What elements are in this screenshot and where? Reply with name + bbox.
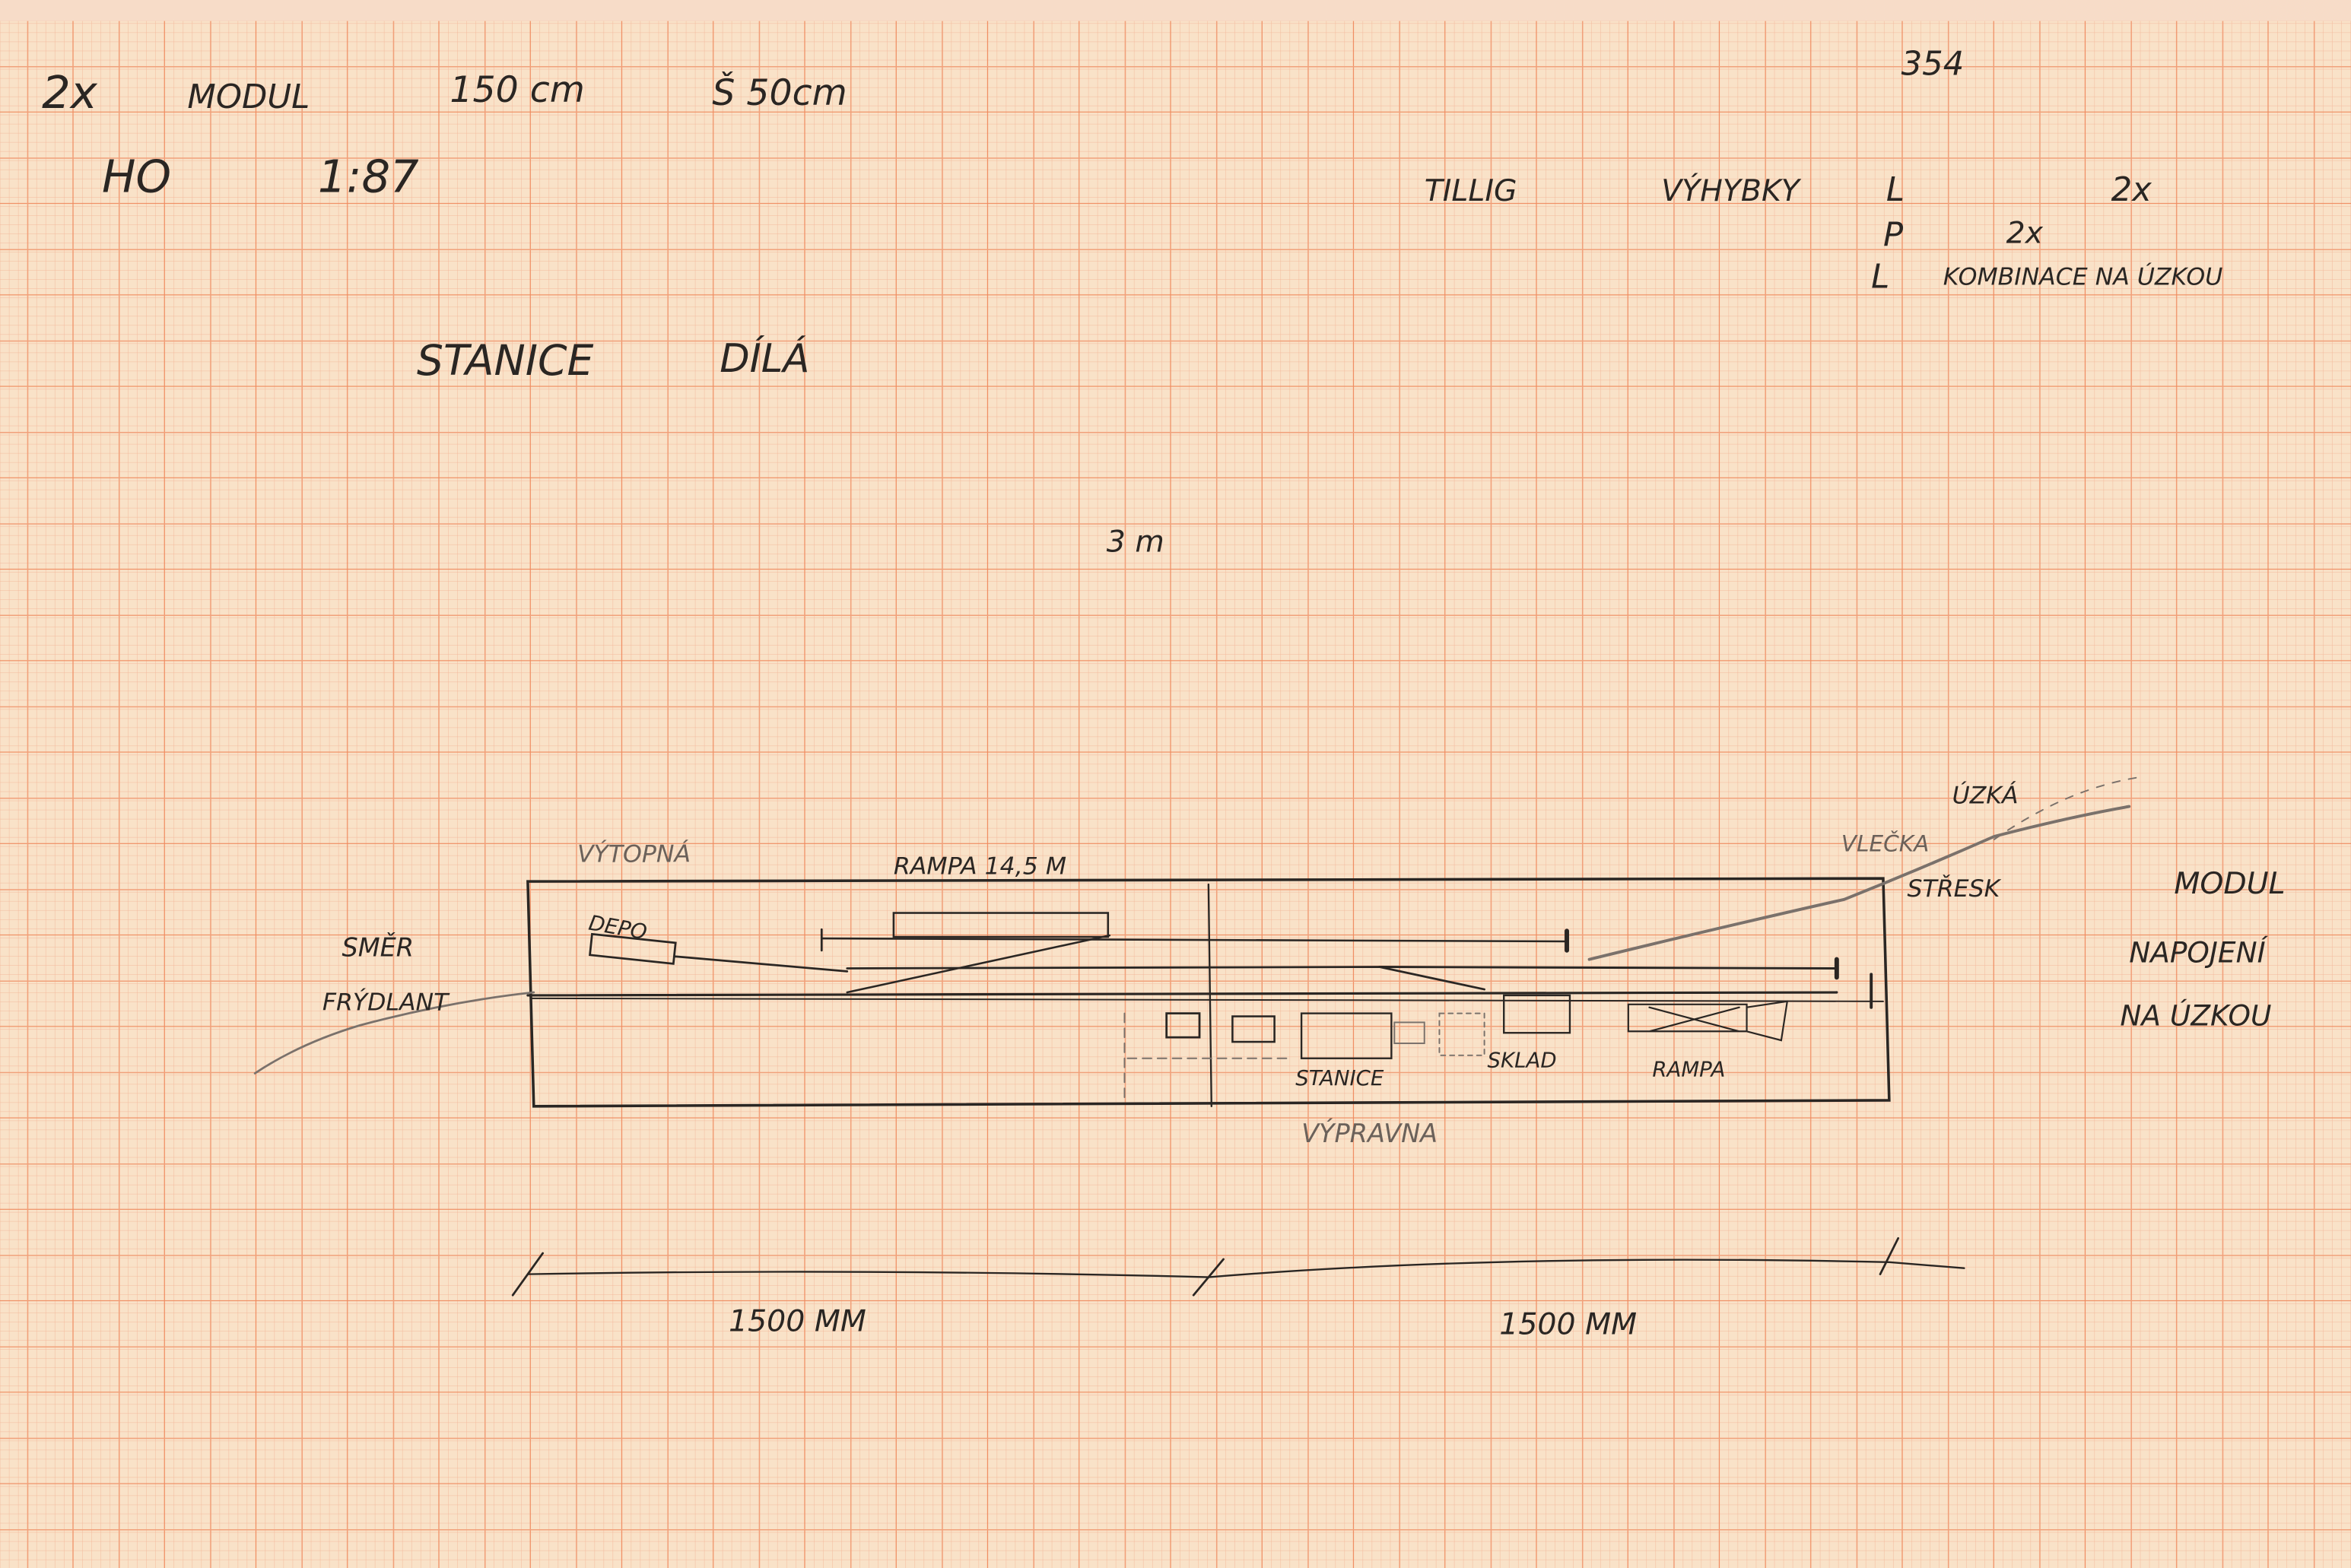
turnout-brand: TILLIG bbox=[1425, 173, 1517, 208]
label-connection: NAPOJENÍ bbox=[2129, 936, 2268, 970]
dimension-right: 1500 MM bbox=[1499, 1306, 1637, 1341]
station-building bbox=[1300, 1012, 1393, 1059]
label-ramp-bottom: RAMPA bbox=[1652, 1056, 1725, 1081]
turnout-side-3: L bbox=[1871, 258, 1889, 296]
module-outline bbox=[526, 877, 1891, 1108]
label-vytopna: VÝTOPNÁ bbox=[577, 840, 691, 868]
module-divider bbox=[1207, 883, 1212, 1108]
label-warehouse: SKLAD bbox=[1488, 1048, 1557, 1073]
label-to-narrow: NA ÚZKOU bbox=[2120, 998, 2271, 1032]
turnout-qty-1: 2x bbox=[2111, 171, 2153, 209]
label-direction: SMĚR bbox=[342, 932, 414, 963]
graph-grid bbox=[0, 21, 2351, 1568]
ramp-platform bbox=[892, 912, 1110, 938]
title-name: DÍLÁ bbox=[720, 335, 809, 382]
dimension-left: 1500 MM bbox=[729, 1304, 866, 1339]
turnout-side-2: P bbox=[1883, 216, 1904, 254]
page-number: 354 bbox=[1901, 46, 1965, 84]
track-end-1 bbox=[1565, 928, 1839, 980]
depot-track bbox=[673, 955, 849, 973]
label-frydlant: FRÝDLANT bbox=[322, 988, 450, 1017]
module-length: 150 cm bbox=[450, 69, 584, 111]
module-count: 2x bbox=[42, 66, 98, 119]
scale: 1:87 bbox=[318, 150, 419, 202]
crossover bbox=[846, 934, 1111, 994]
title-station: STANICE bbox=[417, 337, 594, 386]
track-plan bbox=[253, 776, 2145, 1297]
main-track bbox=[526, 991, 1838, 997]
station-track bbox=[1378, 966, 1838, 970]
label-siding: VLEČKA bbox=[1841, 830, 1930, 857]
turnout-side-1: L bbox=[1886, 171, 1905, 209]
gauge: HO bbox=[102, 150, 171, 202]
label-ramp-top: RAMPA 14,5 M bbox=[894, 852, 1066, 880]
line-to-frydlant bbox=[253, 991, 535, 1074]
ramp-track bbox=[820, 937, 1568, 943]
label-siding-2: STŘESK bbox=[1907, 874, 2001, 903]
warehouse-outline bbox=[1438, 1012, 1485, 1056]
module-width: Š 50cm bbox=[712, 71, 847, 114]
warehouse-building bbox=[1503, 994, 1571, 1034]
module-label: MODUL bbox=[187, 78, 310, 116]
building-small-1 bbox=[1165, 1012, 1201, 1039]
label-station-building: VÝPRAVNA bbox=[1301, 1118, 1438, 1148]
platform-dashed bbox=[1123, 1012, 1291, 1104]
label-module: MODUL bbox=[2174, 866, 2285, 901]
building-small-2 bbox=[1231, 1015, 1276, 1043]
depot-building bbox=[589, 932, 677, 965]
turnout-qty-3: KOMBINACE NA ÚZKOU bbox=[1943, 262, 2222, 291]
dimension-ticks bbox=[511, 1236, 1900, 1297]
label-station: STANICE bbox=[1295, 1065, 1384, 1090]
edge-line bbox=[529, 997, 1884, 1002]
overall-length: 3 m bbox=[1107, 524, 1164, 559]
turnout-label: VÝHYBKY bbox=[1661, 173, 1802, 208]
ramp-building bbox=[1627, 1000, 1789, 1042]
line-to-narrow-gauge bbox=[1587, 805, 2131, 961]
station-annex bbox=[1393, 1021, 1425, 1045]
label-narrow: ÚZKÁ bbox=[1952, 780, 2019, 810]
line-narrow-dashed bbox=[1993, 776, 2145, 840]
turnout-qty-2: 2x bbox=[2006, 215, 2044, 250]
